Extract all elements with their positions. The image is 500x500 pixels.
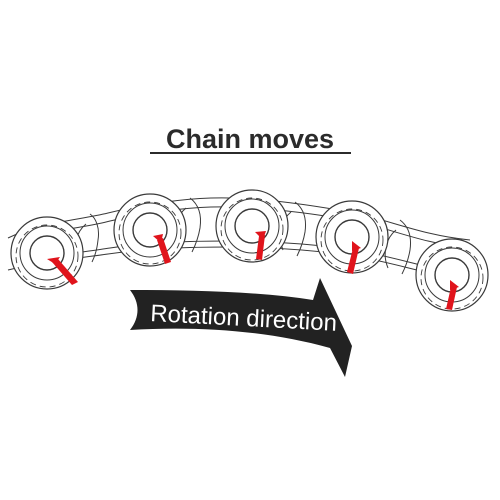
roller-3: [215, 189, 289, 263]
red-arrow-icon: [47, 257, 78, 285]
diagram-title: Chain moves: [166, 124, 334, 154]
rotation-markers: [47, 231, 459, 310]
red-arrow-icon: [255, 231, 266, 260]
red-arrow-icon: [347, 241, 361, 274]
roller-2: [113, 193, 187, 267]
rotation-direction-arrow: [130, 278, 352, 377]
red-arrow-icon: [153, 234, 171, 264]
red-arrow-icon: [446, 280, 459, 310]
